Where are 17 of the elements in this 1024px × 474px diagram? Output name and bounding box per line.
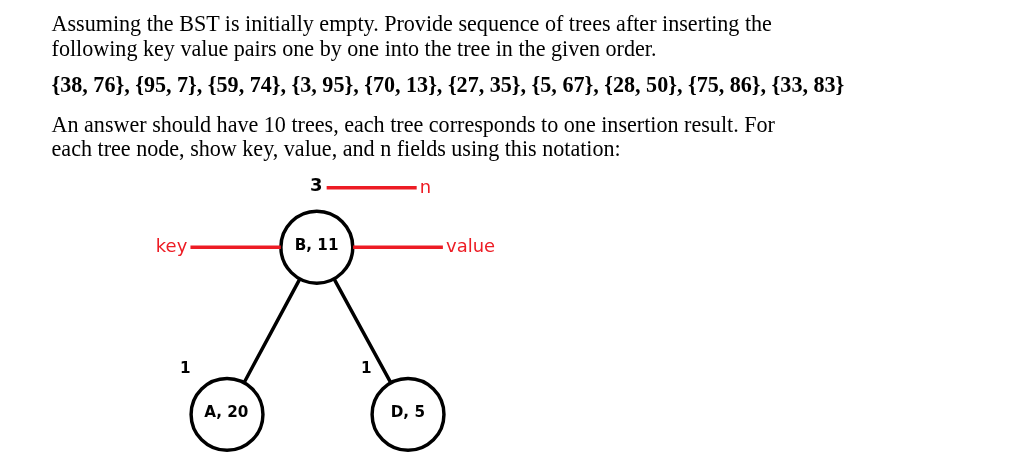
- node-circle: D, 5: [369, 376, 446, 453]
- connector: [326, 186, 417, 190]
- label: {38, 76}, {95, 7}, {59, 74}, {3, 95}, {70, 13}, {27, 35}, {5, 67}, {28, 50}, {75, 86}, {33, 83}: [51, 72, 844, 98]
- node-text: n: [419, 175, 431, 197]
- node-text: key: [155, 234, 187, 256]
- node-text: 3: [309, 174, 322, 196]
- connector: [352, 245, 443, 249]
- label: An answer should have 10 trees, each tree corresponds to one insertion result. For each tree node, show key, value, and n fields using this notation:: [51, 111, 775, 162]
- connector: [189, 245, 281, 249]
- node-label: 1: [179, 358, 191, 377]
- node-text: value: [445, 234, 495, 256]
- node-circle: B, 11: [278, 209, 354, 285]
- node-circle: A, 20: [188, 376, 265, 453]
- connector: [242, 278, 301, 384]
- label: Assuming the BST is initially empty. Provide sequence of trees after inserting the following key value pairs one by one into the tree in the given order.: [51, 11, 772, 62]
- connector: [332, 278, 392, 384]
- node-label: 1: [360, 358, 372, 377]
